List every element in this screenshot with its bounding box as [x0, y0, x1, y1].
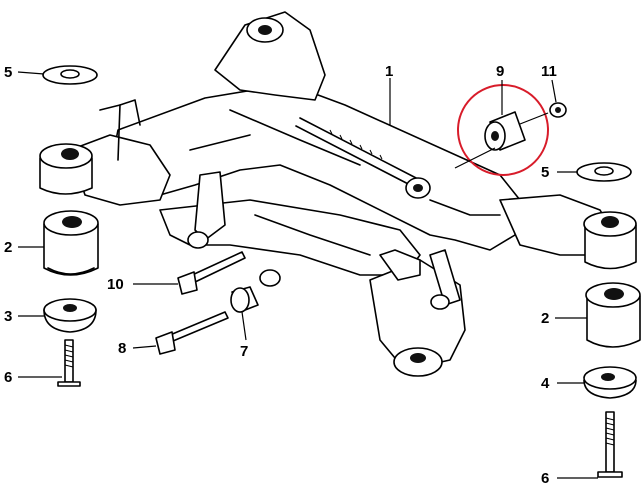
nut [549, 102, 567, 118]
washer-right [576, 162, 632, 182]
long-bolt [177, 251, 246, 295]
bushing [230, 286, 259, 313]
callout-rubber-mount-left: 2 [4, 239, 12, 256]
callout-highlighted-bushing: 9 [496, 63, 504, 80]
hex-bolt [155, 311, 229, 355]
callout-mount-washer-right: 4 [541, 375, 550, 392]
callout-nut: 11 [541, 63, 557, 80]
highlighted-bushing [484, 111, 526, 151]
callout-hex-bolt: 8 [118, 340, 126, 357]
highlight-circle [457, 84, 549, 176]
callout-labels: 5 2 3 6 1 9 11 5 2 4 6 10 8 7 [4, 63, 557, 487]
callout-lower-mount-left: 3 [4, 308, 12, 325]
callout-washer-right: 5 [541, 164, 549, 181]
mount-washer-right [583, 366, 637, 399]
washer-left [42, 65, 98, 85]
callout-bushing: 7 [240, 343, 248, 360]
callout-washer-left: 5 [4, 64, 12, 81]
callout-bolt-left: 6 [4, 369, 12, 386]
callout-bolt-right: 6 [541, 470, 549, 487]
callout-frame: 1 [385, 63, 393, 80]
bolt-left [57, 339, 81, 387]
rubber-mount-left [43, 210, 99, 276]
bolt-right [597, 411, 623, 478]
rear-subframe [69, 11, 616, 377]
rubber-mount-right [585, 282, 641, 348]
callout-long-bolt: 10 [107, 276, 124, 293]
frame-mount-right [583, 211, 637, 270]
lower-mount-left [43, 298, 97, 333]
frame-mount-left [39, 143, 93, 195]
leader-lines [17, 71, 598, 479]
callout-rubber-mount-right: 2 [541, 310, 549, 327]
